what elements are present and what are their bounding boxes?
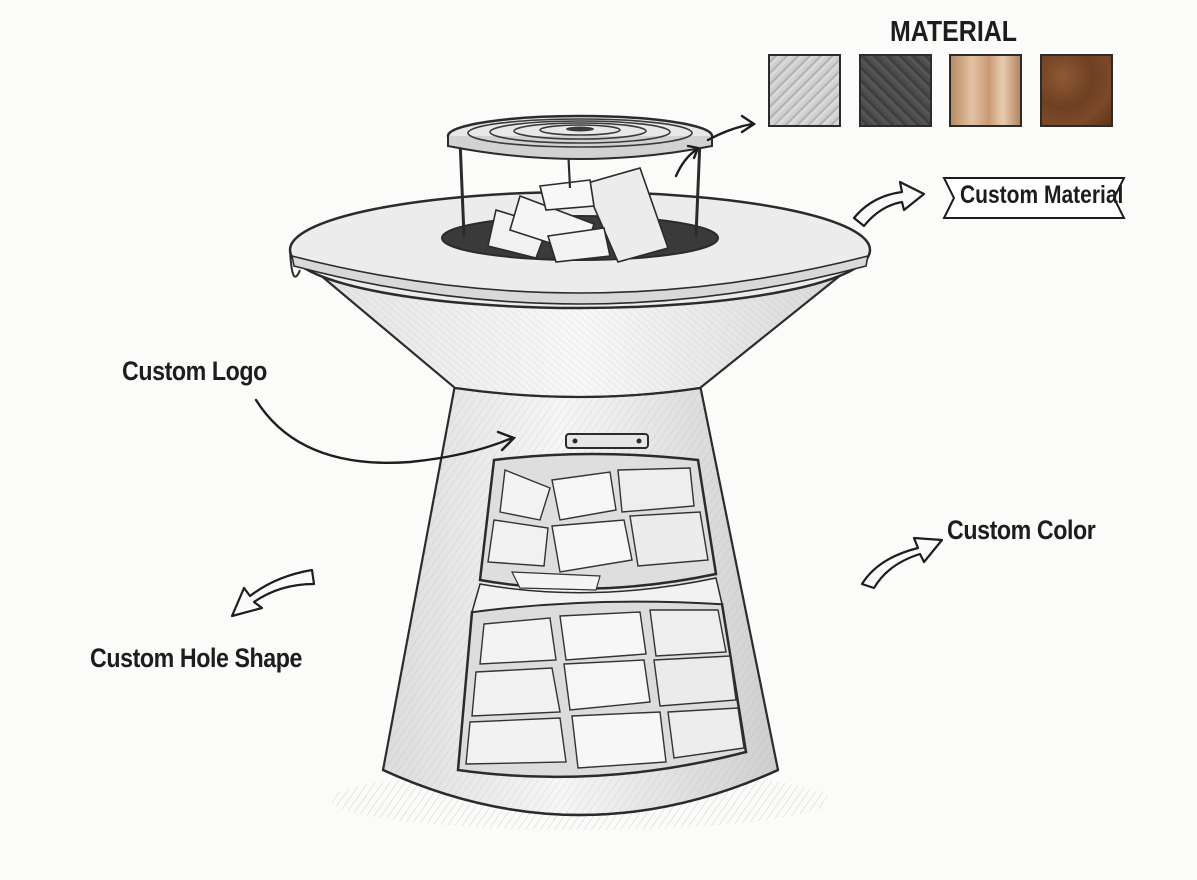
swatch-stainless-steel[interactable] [768,54,841,127]
handle [565,433,649,449]
top-logs [487,167,670,263]
grill-to-material-arrow [674,114,757,178]
custom-color-label: Custom Color [947,515,1096,545]
upper-log-window [478,452,718,591]
material-title: MATERIAL [890,16,1017,48]
custom-material-ribbon [942,177,1126,219]
custom-hole-shape-label: Custom Hole Shape [90,643,303,673]
swatch-copper[interactable] [949,54,1022,127]
custom-color-arrow [860,536,944,590]
custom-logo-arrow [254,398,517,464]
custom-logo-label: Custom Logo [122,356,267,386]
swatch-carbon-steel[interactable] [859,54,932,127]
custom-material-label: Custom Material [960,181,1124,209]
swatch-corten-steel[interactable] [1040,54,1113,127]
grill-grate [446,114,714,160]
lower-log-window [456,600,748,779]
custom-material-arrow [852,180,926,228]
custom-hole-shape-arrow [230,568,316,618]
middle-band [470,577,723,613]
